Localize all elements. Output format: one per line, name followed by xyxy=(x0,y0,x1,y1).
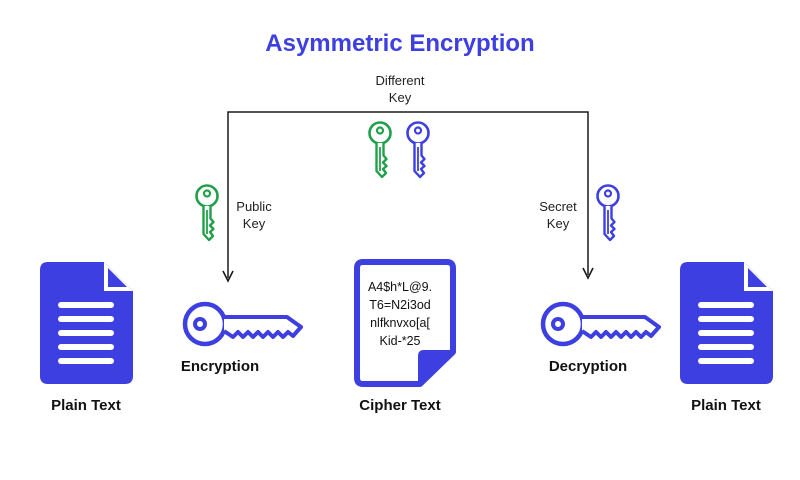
different-key-line-1: Different xyxy=(375,73,425,88)
cipher-text-content: A4$h*L@9. T6=N2i3od nlfknvxo[a[ Kid-*25 xyxy=(362,278,438,350)
public-key-line-1: Public xyxy=(236,199,272,214)
public-key-label: Public Key xyxy=(224,198,284,232)
different-key-line-2: Key xyxy=(388,90,412,105)
blue-key-icon xyxy=(406,121,430,179)
key-connector xyxy=(227,111,589,278)
public-key-icon xyxy=(195,184,219,242)
decryption-label: Decryption xyxy=(548,358,628,375)
cipher-document-icon xyxy=(354,259,456,387)
decryption-key-icon xyxy=(543,304,659,344)
arrow-to-decryption xyxy=(582,267,594,280)
cipher-line: T6=N2i3od xyxy=(369,298,431,312)
secret-key-line-2: Key xyxy=(546,216,570,231)
plain-text-label-right: Plain Text xyxy=(691,397,761,414)
green-key-icon xyxy=(368,121,392,179)
cipher-text-label: Cipher Text xyxy=(359,397,441,414)
different-key-label: Different Key xyxy=(350,72,450,106)
arrow-to-encryption xyxy=(222,270,234,283)
secret-key-icon xyxy=(596,184,620,242)
secret-key-line-1: Secret xyxy=(539,199,577,214)
diagram-title: Asymmetric Encryption xyxy=(265,30,535,57)
secret-key-label: Secret Key xyxy=(528,198,588,232)
encryption-key-icon xyxy=(185,304,301,344)
plain-text-document-icon-left xyxy=(40,262,133,384)
cipher-line: A4$h*L@9. xyxy=(367,280,433,294)
public-key-line-2: Key xyxy=(242,216,266,231)
plain-text-label-left: Plain Text xyxy=(51,397,121,414)
cipher-line: nlfknvxo[a[ xyxy=(370,316,430,330)
connector-line xyxy=(227,111,589,278)
encryption-label: Encryption xyxy=(180,358,260,375)
cipher-line: Kid-*25 xyxy=(379,334,421,348)
plain-text-document-icon-right xyxy=(680,262,773,384)
